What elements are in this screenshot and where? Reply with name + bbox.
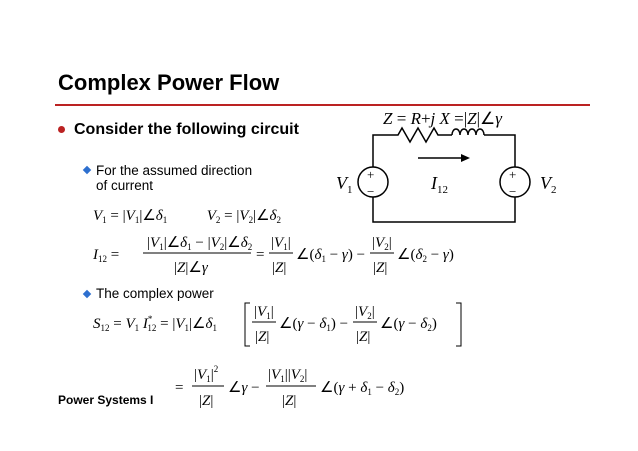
svg-text:|V1|: |V1| [254, 304, 274, 321]
svg-text:|Z|: |Z| [199, 393, 213, 409]
svg-text:|V1||V2|: |V1||V2| [268, 367, 307, 384]
current-arrow-icon [461, 154, 470, 162]
sub-bullet-2-text: The complex power [96, 286, 214, 301]
svg-text:=: = [175, 380, 183, 396]
plus-sign: + [367, 167, 374, 182]
svg-text:|Z|: |Z| [272, 260, 286, 276]
svg-text:|Z|: |Z| [373, 260, 387, 276]
svg-text:S12 = V1 I*12 = |V1|∠δ1: S12 = V1 I*12 = |V1|∠δ1 [93, 314, 217, 333]
bullet-dot-icon [58, 126, 65, 133]
svg-text:∠(γ − δ1) −: ∠(γ − δ1) − [279, 316, 348, 333]
sub-bullet-1-line-1: For the assumed direction [96, 163, 253, 178]
minus-sign: − [509, 184, 516, 199]
sub-bullet-1-line-2: of current [96, 178, 154, 193]
eq-complex-power-result: = |V1|2 |Z| ∠γ − |V1||V2| |Z| ∠(γ + δ1 −… [175, 364, 404, 409]
eq-current: I12 = |V1|∠δ1 − |V2|∠δ2 |Z|∠γ = |V1| |Z|… [92, 235, 454, 276]
plus-sign: + [509, 167, 516, 182]
svg-text:|Z|∠γ: |Z|∠γ [174, 260, 209, 276]
inductor-icon [451, 128, 485, 136]
impedance-equation: Z = R+j X =|Z|∠γ [383, 109, 503, 128]
title-underline [55, 104, 590, 106]
svg-text:∠(γ + δ1 − δ2): ∠(γ + δ1 − δ2) [320, 380, 404, 397]
svg-text:I12 =: I12 = [92, 247, 119, 264]
minus-sign: − [367, 184, 374, 199]
svg-text:|Z|: |Z| [282, 393, 296, 409]
svg-text:∠γ −: ∠γ − [228, 380, 260, 396]
svg-text:|V1|: |V1| [271, 235, 291, 252]
svg-text:=: = [256, 247, 264, 263]
slide-title: Complex Power Flow [58, 70, 280, 95]
svg-text:|Z|: |Z| [356, 329, 370, 345]
svg-text:∠(δ1 − γ) −: ∠(δ1 − γ) − [296, 247, 365, 264]
svg-text:|Z|: |Z| [255, 329, 269, 345]
svg-text:∠(δ2 − γ): ∠(δ2 − γ) [397, 247, 454, 264]
svg-text:|V2|: |V2| [372, 235, 392, 252]
svg-text:|V1|2: |V1|2 [194, 364, 218, 384]
resistor-icon [372, 126, 452, 167]
svg-text:∠(γ − δ2): ∠(γ − δ2) [380, 316, 437, 333]
eq-voltages: V1 = |V1|∠δ1 V2 = |V2|∠δ2 [93, 208, 281, 225]
eq-complex-power: S12 = V1 I*12 = |V1|∠δ1 |V1| |Z| ∠(γ − δ… [93, 302, 462, 347]
main-bullet-text: Consider the following circuit [74, 121, 299, 138]
svg-text:|V2|: |V2| [355, 304, 375, 321]
footer-label: Power Systems I [58, 393, 154, 407]
svg-text:|V1|∠δ1 − |V2|∠δ2: |V1|∠δ1 − |V2|∠δ2 [147, 235, 252, 252]
